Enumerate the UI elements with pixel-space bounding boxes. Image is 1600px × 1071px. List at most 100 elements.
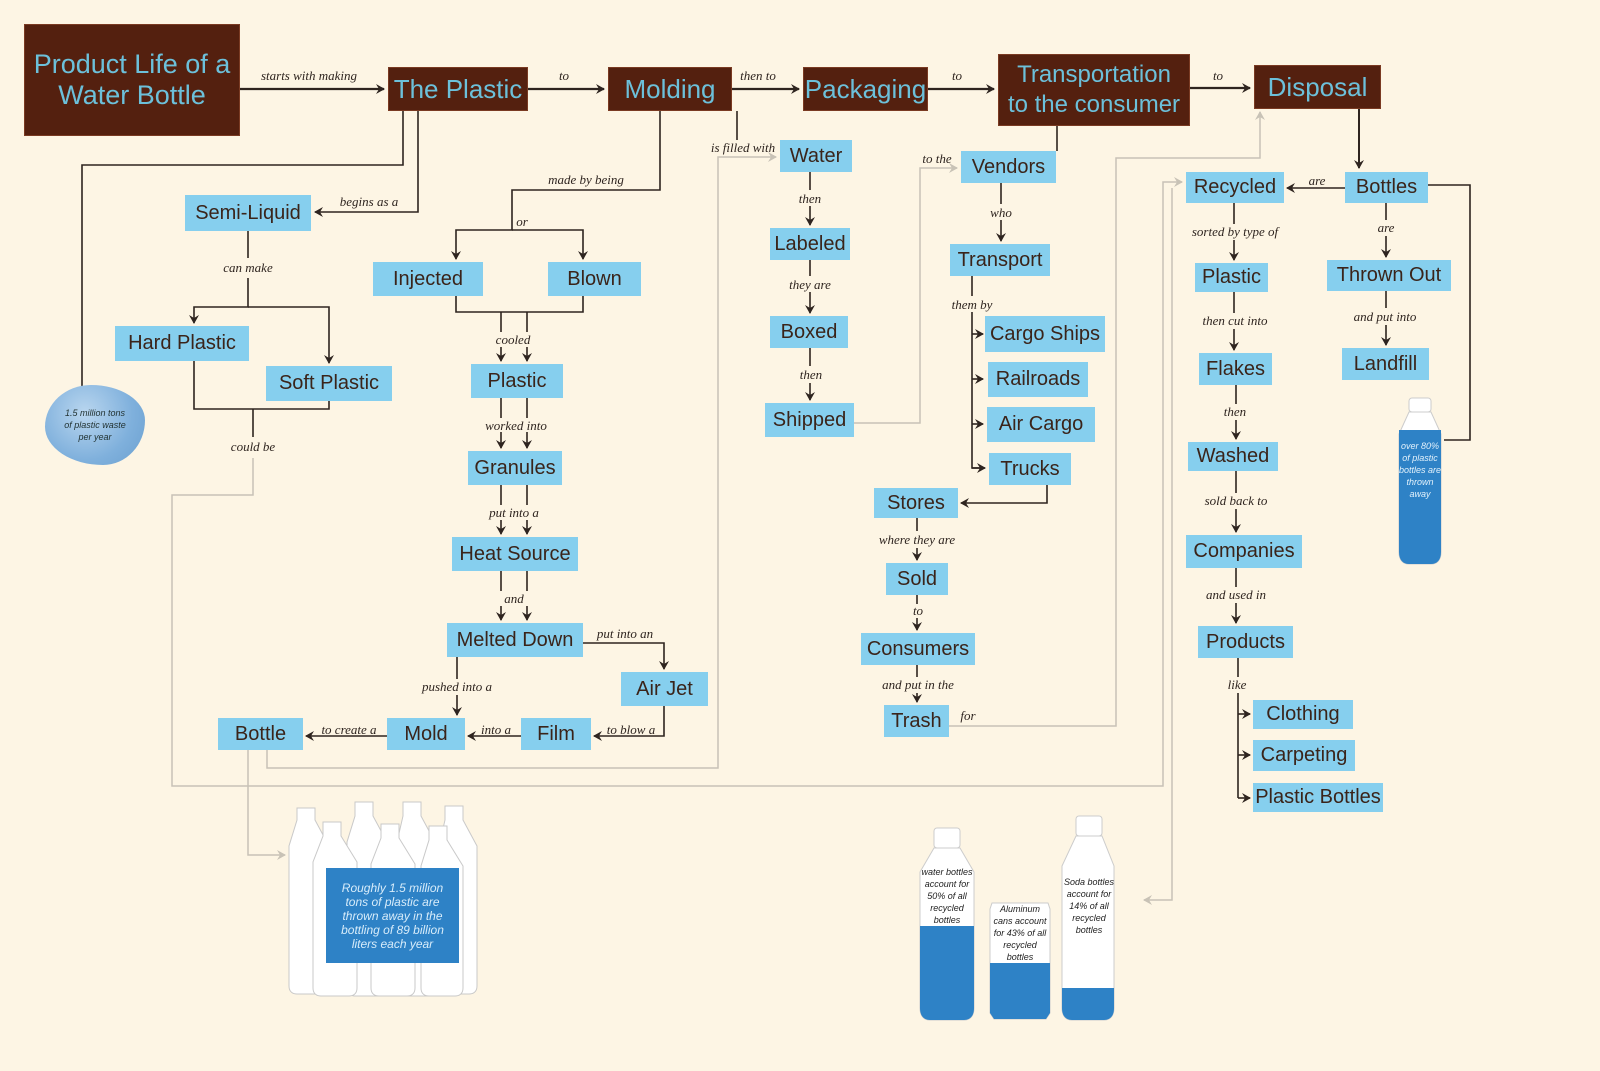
edge-label: then cut into [1202,313,1268,328]
node-bottle[interactable]: Bottle [218,718,303,750]
node-hard-plastic[interactable]: Hard Plastic [115,326,249,361]
node-label: Soft Plastic [278,372,380,394]
edge-label: and used in [1206,587,1266,602]
edge-label: is filled with [710,140,776,155]
node-mold[interactable]: Mold [387,718,465,750]
node-semi-liquid[interactable]: Semi-Liquid [185,195,311,231]
stage-transportation[interactable]: Transportation to the consumer [998,54,1190,126]
node-label: Thrown Out [1336,264,1442,286]
edge-label: then [799,367,823,382]
edge-label: then [798,191,822,206]
edge-label: pushed into a [421,679,493,694]
node-railroads[interactable]: Railroads [988,362,1088,397]
edge-label: worked into [485,418,547,433]
node-vendors[interactable]: Vendors [961,151,1056,183]
stage-label: Molding [624,73,716,104]
node-shipped[interactable]: Shipped [765,403,854,437]
node-air-jet[interactable]: Air Jet [621,672,708,706]
node-label: Landfill [1353,352,1418,375]
node-thrown-out[interactable]: Thrown Out [1327,260,1451,291]
node-soft-plastic[interactable]: Soft Plastic [266,366,392,401]
node-label: Trucks [1000,457,1060,480]
node-flakes[interactable]: Flakes [1199,353,1272,385]
node-granules[interactable]: Granules [468,451,562,485]
connector [189,278,249,324]
node-landfill[interactable]: Landfill [1342,348,1429,380]
node-label: Recycled [1193,176,1277,198]
stage-label: Disposal [1267,71,1368,102]
node-label: Washed [1196,445,1270,467]
node-plastic[interactable]: Plastic [471,364,563,398]
node-label: Cargo Ships [989,322,1101,345]
node-sold[interactable]: Sold [886,563,948,595]
node-blown[interactable]: Blown [548,262,641,296]
node-recycled[interactable]: Recycled [1186,172,1284,203]
edge-label: are [1377,220,1395,235]
node-products[interactable]: Products [1198,626,1293,658]
node-transport[interactable]: Transport [950,244,1050,276]
node-cargo-ships[interactable]: Cargo Ships [985,316,1105,352]
edge-label: put into an [596,626,654,641]
node-label: Blown [567,267,622,290]
aluminum-can-illustration [989,902,1051,1020]
stage-disposal[interactable]: Disposal [1254,65,1381,109]
node-consumers[interactable]: Consumers [861,633,975,665]
edge-label: for [960,708,976,723]
edge-label: then [1223,404,1247,419]
stage-molding[interactable]: Molding [608,67,732,111]
aluminum-can-stat: Aluminum cans account for 43% of all rec… [988,903,1052,963]
node-labeled[interactable]: Labeled [770,228,850,260]
node-bottles[interactable]: Bottles [1345,172,1428,203]
node-air-cargo[interactable]: Air Cargo [987,407,1095,442]
connector [1143,188,1173,905]
link-label: then to [740,68,776,83]
node-label: Carpeting [1260,744,1348,766]
edge-label: to the [922,151,952,166]
node-injected[interactable]: Injected [373,262,483,296]
node-clothing[interactable]: Clothing [1253,700,1353,729]
edge-label: they are [789,277,831,292]
node-stores[interactable]: Stores [874,488,958,518]
node-label: Film [537,722,575,745]
stage-label: The Plastic [393,73,523,104]
node-label: Railroads [995,368,1081,390]
stage-label: Transportation to the consumer [1007,61,1181,118]
edge-label: begins as a [339,194,399,209]
node-water[interactable]: Water [780,140,852,172]
stage-packaging[interactable]: Packaging [803,67,928,111]
blob-text: 1.5 million tons of plastic waste per ye… [64,408,126,442]
link-label: to [558,68,570,83]
node-trash[interactable]: Trash [884,705,949,737]
node-washed[interactable]: Washed [1188,442,1278,471]
node-boxed[interactable]: Boxed [770,316,848,348]
node-label: Plastic Bottles [1255,786,1381,808]
node-label: Transport [957,248,1043,271]
node-heat-source[interactable]: Heat Source [452,537,578,571]
node-plastic-type[interactable]: Plastic [1195,263,1268,292]
node-trucks[interactable]: Trucks [989,453,1071,485]
connector [971,312,984,469]
stage-label: Packaging [804,73,927,104]
node-companies[interactable]: Companies [1186,535,1302,568]
connector [583,642,669,670]
edge-label: like [1227,677,1247,692]
node-melted-down[interactable]: Melted Down [447,623,583,657]
connector [455,296,584,313]
node-label: Sold [896,567,938,590]
node-label: Plastic [1202,266,1261,288]
node-label: Clothing [1266,703,1340,725]
edge-label: could be [230,439,276,454]
node-carpeting[interactable]: Carpeting [1253,740,1355,771]
stage-the-plastic[interactable]: The Plastic [388,67,528,111]
edge-label: cooled [495,332,531,347]
title-box: Product Life of a Water Bottle [24,24,240,136]
node-label: Mold [404,722,448,745]
node-plastic-bottles[interactable]: Plastic Bottles [1253,783,1383,812]
node-label: Melted Down [456,628,574,651]
node-label: Semi-Liquid [195,201,301,224]
title-text: Product Life of a Water Bottle [33,49,231,110]
link-label: to [1212,68,1224,83]
node-film[interactable]: Film [521,718,591,750]
edge-label: to blow a [606,722,656,737]
